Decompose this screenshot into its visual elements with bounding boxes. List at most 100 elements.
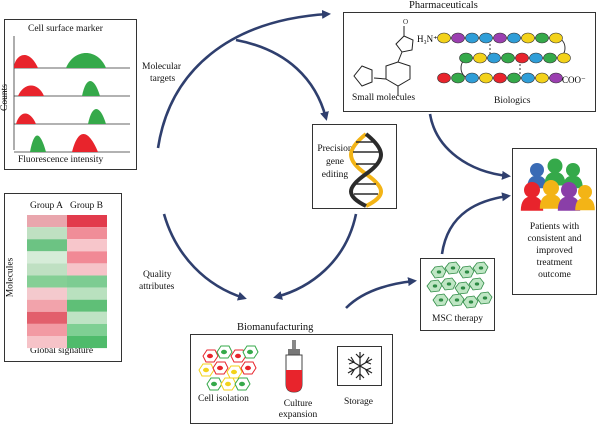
arrow-to-biomanufacturing <box>162 213 247 301</box>
heatmap-cell-group-a <box>27 336 67 349</box>
heatmap-cell-group-a <box>27 311 67 324</box>
culture-flask-icon <box>285 340 303 393</box>
quality-attributes-line1: Quality <box>143 270 172 280</box>
cell-nucleus <box>225 381 231 387</box>
amino-acid-bead <box>487 52 501 64</box>
biomanufacturing-title: Biomanufacturing <box>237 322 314 333</box>
msc-nucleus <box>482 296 488 300</box>
cell-nucleus <box>235 353 241 359</box>
arrow-gene-editing-to-biomanufacturing <box>273 213 358 300</box>
cell-nucleus <box>211 381 217 387</box>
heatmap-cell-group-a <box>27 275 67 288</box>
msc-cells-icon <box>426 261 493 309</box>
histogram-rows <box>13 36 130 153</box>
fluorescence-axis-label: Fluorescence intensity <box>18 155 104 165</box>
patient-head <box>561 182 577 198</box>
amino-acid-bead <box>479 32 493 44</box>
molecular-targets-line2: targets <box>150 74 176 84</box>
heatmap-cell-group-a <box>27 239 67 252</box>
amino-acid-bead <box>529 52 543 64</box>
cell-nucleus <box>203 367 209 373</box>
heatmap-cell-group-b <box>67 323 107 336</box>
amino-acid-bead <box>493 32 507 44</box>
patients-line4: treatment <box>536 258 573 268</box>
msc-nucleus <box>432 284 438 288</box>
amino-acid-bead <box>459 52 473 64</box>
heatmap-cell-group-b <box>67 287 107 300</box>
heatmap-cell-group-b <box>67 275 107 288</box>
heatmap-cell-group-b <box>67 239 107 252</box>
msc-nucleus <box>474 282 480 286</box>
amino-acid-bead <box>507 32 521 44</box>
heatmap <box>27 215 107 349</box>
amino-acid-bead <box>479 72 493 84</box>
amino-acid-bead <box>437 72 451 84</box>
pharmaceuticals-title: Pharmaceuticals <box>409 0 478 11</box>
msc-nucleus <box>468 300 474 304</box>
red-peak <box>18 85 44 96</box>
arrow-pharmaceuticals-to-patients <box>428 113 511 180</box>
flow-arrows <box>156 9 511 309</box>
arrow-to-pharmaceuticals <box>156 9 331 149</box>
heatmap-cell-group-b <box>67 215 107 228</box>
amino-acid-bead <box>535 72 549 84</box>
patients-line5: outcome <box>538 270 571 280</box>
molecular-targets-line1: Molecular <box>142 62 182 72</box>
arrow-msc-to-patients <box>440 192 511 255</box>
patients-panel <box>512 148 597 295</box>
heatmap-cell-group-b <box>67 263 107 276</box>
cell-nucleus <box>239 381 245 387</box>
patient-body <box>539 194 563 209</box>
cell-isolation-icon <box>198 345 259 391</box>
amino-acid-bead <box>557 52 571 64</box>
quality-attributes-line2: attributes <box>139 282 175 292</box>
arrow-to-gene-editing <box>235 38 329 121</box>
heatmap-cell-group-b <box>67 336 107 349</box>
amino-acid-bead <box>507 72 521 84</box>
patient-head <box>543 180 559 196</box>
editing-label: editing <box>321 170 349 180</box>
group-a-label: Group A <box>30 201 63 211</box>
green-peak <box>66 53 106 68</box>
patient-head <box>547 158 563 174</box>
heatmap-cell-group-b <box>67 311 107 324</box>
msc-nucleus <box>478 266 484 270</box>
heatmap-cell-group-a <box>27 251 67 264</box>
small-molecule-structure <box>353 26 414 96</box>
amino-acid-bead <box>437 32 451 44</box>
patient-body <box>557 196 581 211</box>
amino-acid-bead <box>465 32 479 44</box>
patient-head <box>530 163 544 177</box>
cell-nucleus <box>217 365 223 371</box>
heatmap-cell-group-b <box>67 299 107 312</box>
cell-nucleus <box>207 353 213 359</box>
cell-nucleus <box>221 349 227 355</box>
h3n-label: H₃N⁺ <box>417 34 438 44</box>
gene-label: gene <box>326 157 344 167</box>
msc-nucleus <box>446 282 452 286</box>
green-peak <box>88 109 106 124</box>
heatmap-cell-group-a <box>27 227 67 240</box>
group-b-label: Group B <box>70 201 103 211</box>
amino-acid-bead <box>473 52 487 64</box>
global-signature-label: Global signature <box>30 346 94 356</box>
heatmap-cell-group-a <box>27 263 67 276</box>
amino-acid-bead <box>549 32 563 44</box>
cell-nucleus <box>247 349 253 355</box>
patient-head <box>578 185 592 199</box>
msc-therapy-label: MSC therapy <box>432 314 483 324</box>
heatmap-cell-group-a <box>27 215 67 228</box>
amino-acid-bead <box>451 72 465 84</box>
patient-head <box>566 163 580 177</box>
patients-line2: consistent and <box>527 234 582 244</box>
green-peak <box>82 81 100 96</box>
cell-isolation-label: Cell isolation <box>198 394 249 404</box>
heatmap-cell-group-b <box>67 251 107 264</box>
snowflake-icon <box>347 352 373 380</box>
patient-head <box>524 182 540 198</box>
amino-acid-bead <box>501 52 515 64</box>
biologics-label: Biologics <box>494 96 531 106</box>
amino-acid-bead <box>521 72 535 84</box>
amino-acid-bead <box>549 72 563 84</box>
